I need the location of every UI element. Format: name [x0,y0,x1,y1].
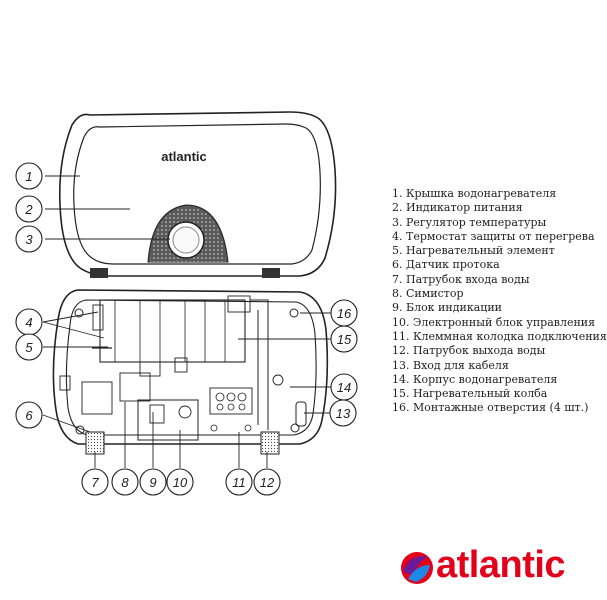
heater-interior-view [52,289,329,455]
legend-item: 1. Крышка водонагревателя [392,187,557,200]
callout-10: 10 [166,468,194,496]
callout-14: 14 [330,373,358,401]
legend-item: 12. Патрубок выхода воды [392,344,546,358]
callout-16: 16 [330,299,358,327]
callout-5: 5 [15,333,43,361]
legend-item: 10. Электронный блок управления [392,315,596,329]
callout-6: 6 [15,401,43,429]
heater-front-view: atlantic [58,111,337,278]
callout-12: 12 [253,468,281,496]
callout-label: 14 [337,380,351,395]
brand-logo-text: atlantic [436,544,566,586]
callout-label: 11 [232,475,246,490]
callout-9: 9 [139,468,167,496]
callout-label: 6 [25,408,33,423]
legend-item: 15. Нагревательный колба [392,387,548,401]
callout-2: 2 [15,195,43,223]
cable-entry [295,401,307,427]
legend-item: 5. Нагревательный элемент [392,244,555,258]
callout-label: 10 [173,475,188,490]
water-outlet [260,431,280,455]
callout-label: 3 [25,232,33,247]
parts-legend: 1. Крышка водонагревателя 2. Индикатор п… [392,187,607,416]
brand-logo-mark [401,552,433,584]
legend-item: 7. Патрубок входа воды [392,272,530,286]
callout-label: 13 [336,406,351,421]
device-logo-text: atlantic [161,149,207,164]
callout-label: 5 [25,340,33,355]
callout-3: 3 [15,225,43,253]
legend-item: 3. Регулятор температуры [392,215,547,229]
callout-13: 13 [329,399,357,427]
legend-item: 4. Термостат защиты от перегрева [392,229,595,243]
callout-label: 16 [337,306,352,321]
callout-label: 1 [25,169,32,184]
legend-item: 2. Индикатор питания [392,201,523,215]
callout-label: 9 [149,475,156,490]
mounting-hole-4 [290,423,300,433]
legend-item: 16. Монтажные отверстия (4 шт.) [392,401,589,415]
heating-flask [99,299,246,363]
callout-7: 7 [81,468,109,496]
callout-label: 7 [91,475,99,490]
legend-item: 11. Клеммная колодка подключения [392,329,607,343]
mounting-hole-2 [289,308,299,318]
callout-15: 15 [330,325,358,353]
legend-item: 13. Вход для кабеля [392,358,509,372]
legend-item: 6. Датчик протока [392,258,500,272]
legend-item: 8. Симистор [392,287,464,301]
legend-item: 14. Корпус водонагревателя [392,372,558,386]
callout-label: 12 [260,475,275,490]
callout-8: 8 [111,468,139,496]
callout-label: 2 [24,202,33,217]
callout-4: 4 [15,308,43,336]
foot-left [90,268,108,278]
callout-11: 11 [225,468,253,496]
callout-label: 4 [25,315,32,330]
callout-label: 8 [121,475,129,490]
leader-lines [42,175,331,468]
foot-right [262,268,280,278]
mounting-hole-1 [74,308,84,318]
water-inlet [85,431,105,455]
legend-item: 9. Блок индикации [392,301,502,315]
callout-1: 1 [15,162,43,190]
callout-label: 15 [337,332,352,347]
